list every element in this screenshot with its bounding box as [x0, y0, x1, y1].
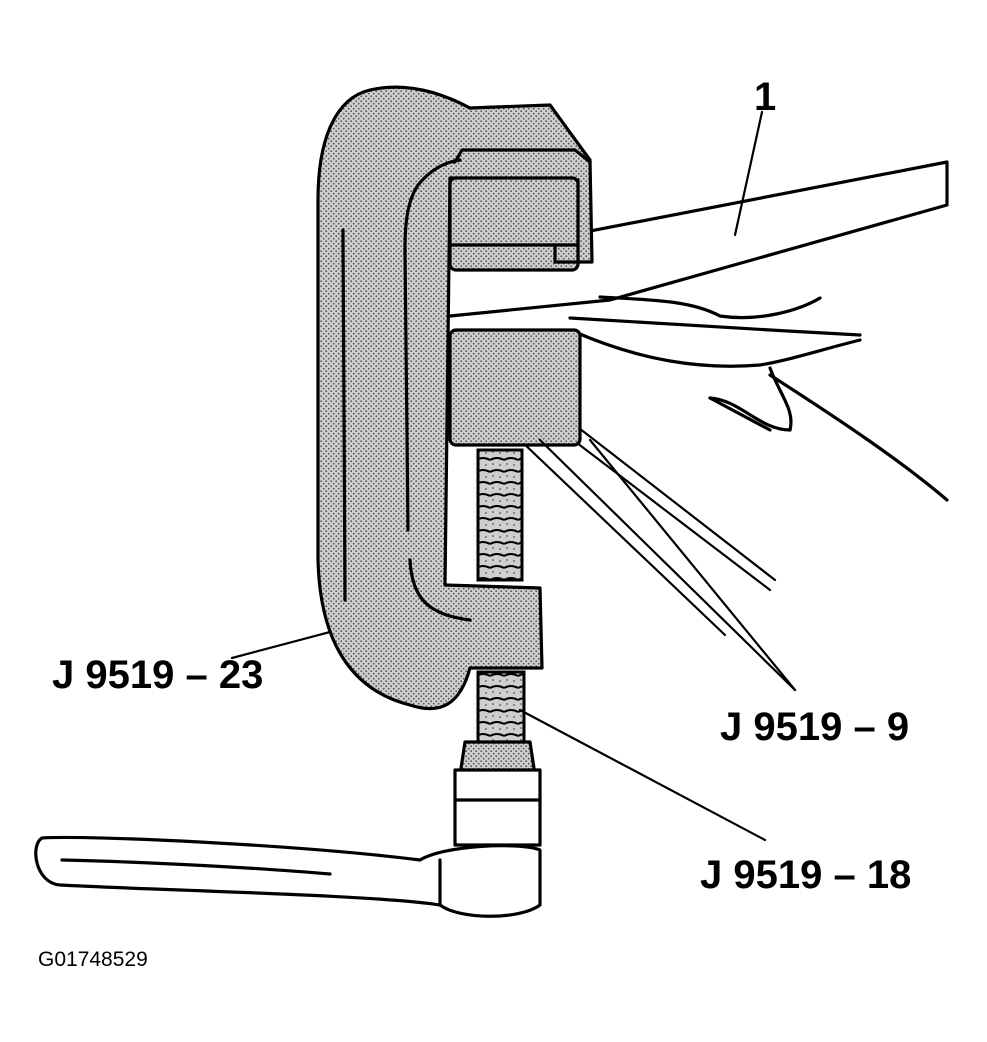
label-part-1: 1	[754, 75, 776, 119]
c-frame	[316, 85, 594, 711]
ball-joint	[518, 423, 777, 637]
label-forcing-screw: J 9519 – 18	[700, 853, 911, 897]
ratchet-wrench	[34, 768, 542, 918]
label-frame: J 9519 – 23	[52, 653, 263, 697]
label-receiver: J 9519 – 9	[720, 705, 909, 749]
leader-lines	[230, 110, 797, 842]
forcing-screw	[458, 448, 537, 777]
receiver	[448, 176, 582, 447]
control-arm	[428, 160, 949, 502]
figure-id: G01748529	[38, 948, 148, 971]
